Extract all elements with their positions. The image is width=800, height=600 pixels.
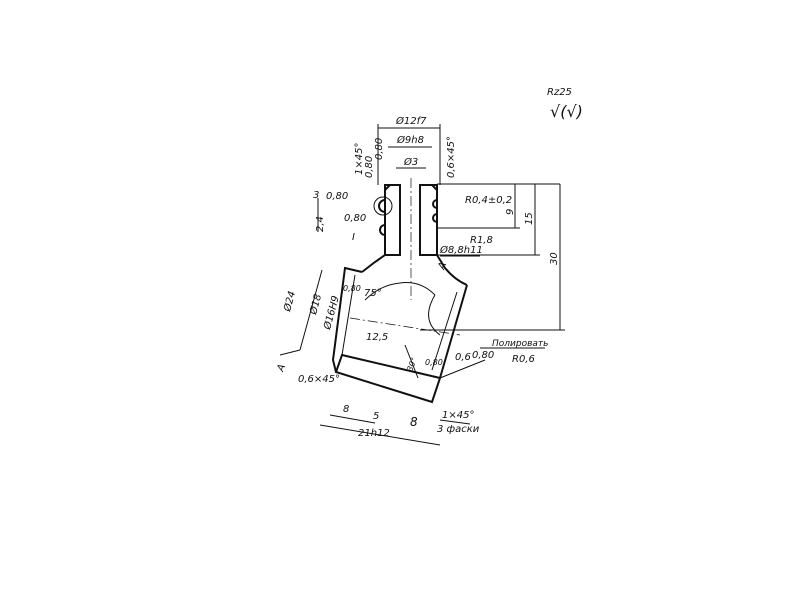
dim-chamfer-top-right: 0,6×45° [446, 136, 457, 178]
dim-h3: 3 [313, 190, 319, 201]
dim-h9: 9 [505, 209, 516, 215]
dim-d18: Ø18 [307, 293, 324, 317]
dim-d12f7: Ø12f7 [395, 115, 427, 127]
datum-a: A [436, 261, 449, 272]
dim-r04: R0,4±0,2 [465, 195, 512, 206]
dim-d3: Ø3 [403, 156, 418, 168]
roughness-080: 0,80 [344, 213, 366, 224]
dim-r06: R0,6 [512, 354, 535, 365]
dim-h30: 30 [549, 252, 560, 265]
dim-h24: 2,4 [315, 216, 326, 232]
polish-note: Полировать [492, 339, 548, 349]
stem-section [361, 178, 468, 300]
chamfers-note: 3 фаски [437, 424, 480, 435]
roughness-symbol: √(√) [550, 102, 583, 121]
body-section [331, 266, 468, 404]
dim-chamfer-bottom: 0,6×45° [298, 374, 340, 385]
roughness-080: 0,80 [374, 138, 385, 160]
dim-l5: 5 [373, 411, 379, 422]
dim-chamfer-top-left: 1×45° [354, 143, 365, 175]
roughness-rz: Rz25 [547, 87, 572, 98]
dim-d88h11: Ø8,8h11 [439, 244, 483, 256]
dim-h15: 15 [524, 212, 535, 225]
roughness-080: 0,80 [343, 284, 361, 293]
dim-l125: 12,5 [366, 332, 388, 343]
dim-l8a: 8 [343, 404, 349, 415]
angle-75: 75° [364, 288, 382, 299]
roughness-06: 0,6 [455, 352, 471, 363]
roughness-080: 0,80 [364, 156, 375, 178]
dim-l8b: 8 [410, 415, 418, 429]
dimension-lines [279, 124, 565, 446]
detail-label: I [352, 232, 355, 243]
dim-d24: Ø24 [281, 290, 298, 314]
roughness-080: 0,80 [472, 350, 494, 361]
datum-b: A [275, 363, 288, 374]
angle-30: 30° [405, 356, 418, 372]
dim-chamfer-1x45: 1×45° [442, 410, 474, 421]
dim-l21h12: 21h12 [358, 428, 390, 439]
dim-r18: R1,8 [470, 235, 493, 246]
roughness-080: 0,80 [425, 358, 443, 367]
dim-d9h8: Ø9h8 [396, 134, 424, 146]
roughness-080: 0,80 [326, 191, 348, 202]
